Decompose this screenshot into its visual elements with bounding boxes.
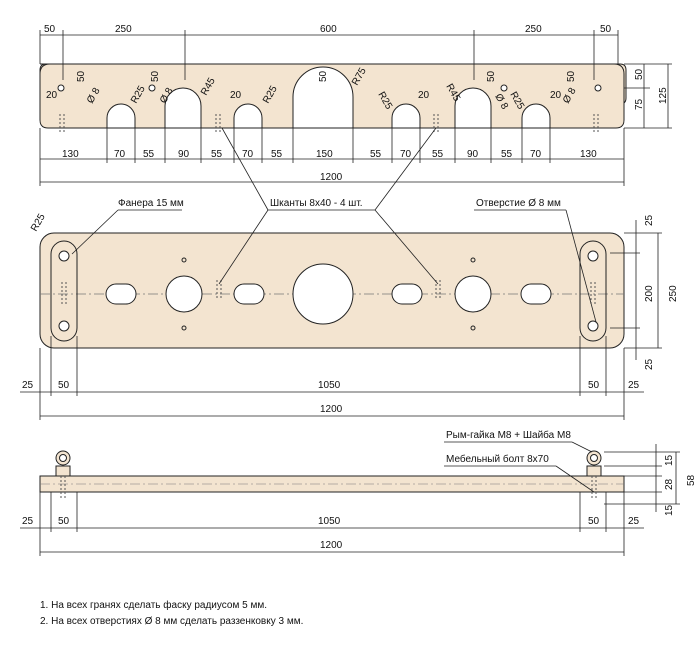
plan-circle-big [292, 263, 354, 325]
callout-bolt: Мебельный болт 8х70 [446, 453, 549, 465]
front-bottom-dim-7: 55 [271, 149, 283, 160]
front-bottom-dim-6: 70 [242, 149, 254, 160]
front-view: 50 250 600 250 50 50 75 125 50 Ø 8 20 R2… [39, 24, 672, 186]
plan-view: Фанера 15 мм Шканты 8х40 - 4 шт. Отверст… [20, 127, 679, 420]
front-top-dim-5: 50 [600, 24, 612, 35]
note-2: 2. На всех отверстиях Ø 8 мм сделать раз… [40, 616, 304, 627]
side-bottom-dim-1: 25 [22, 516, 34, 527]
plan-bottom-dim-4: 50 [588, 380, 600, 391]
front-bottom-dim-3: 55 [143, 149, 155, 160]
plan-hole-b [181, 325, 187, 331]
cutout-1 [106, 103, 136, 129]
plan-right-dim-3: 25 [644, 358, 655, 370]
plan-bottom-dim-1: 25 [22, 380, 34, 391]
cutout-6 [454, 87, 492, 129]
notes: 1. На всех гранях сделать фаску радиусом… [40, 598, 303, 630]
front-label-50-a: 50 [76, 70, 87, 82]
cutout-7 [521, 103, 551, 129]
hole-right [594, 84, 602, 92]
front-bottom-dim-13: 55 [501, 149, 513, 160]
front-bottom-dim-5: 55 [211, 149, 223, 160]
plan-right-dim-2: 200 [644, 285, 655, 302]
front-label-50-d: 50 [486, 70, 497, 82]
front-bottom-dim-10: 70 [400, 149, 412, 160]
plan-dowels [61, 280, 596, 306]
side-total: 1200 [320, 540, 343, 551]
plan-bottom-dim-3: 1050 [318, 380, 341, 391]
front-bottom-dim-2: 70 [114, 149, 126, 160]
plan-bolt-3 [587, 250, 599, 262]
hole-left [57, 84, 65, 92]
plan-left-slot [50, 240, 78, 342]
note-1: 1. На всех гранях сделать фаску радиусом… [40, 600, 267, 611]
callout-corner-radius: R25 [29, 212, 48, 234]
front-right-dim-1: 50 [634, 68, 645, 80]
front-bottom-dim-9: 55 [370, 149, 382, 160]
plan-right-dim-1: 25 [644, 214, 655, 226]
front-label-20-d: 20 [550, 90, 562, 101]
cutout-3 [233, 103, 263, 129]
front-top-dim-3: 600 [320, 24, 337, 35]
eyenut-right-hole [590, 454, 598, 462]
front-label-50-b: 50 [150, 70, 161, 82]
front-bottom-dim-12: 90 [467, 149, 479, 160]
side-right-dim-4: 58 [686, 474, 697, 486]
cutout-4 [292, 66, 354, 129]
front-bottom-dim-4: 90 [178, 149, 190, 160]
plan-right-slot [579, 240, 607, 342]
callout-plywood: Фанера 15 мм [118, 198, 184, 209]
front-bottom-dim-8: 150 [316, 149, 333, 160]
front-label-50-e: 50 [566, 70, 577, 82]
cutout-2 [164, 87, 202, 129]
plan-bottom-dim-2: 50 [58, 380, 70, 391]
plan-hole-a [181, 257, 187, 263]
front-bottom-dim-14: 70 [530, 149, 542, 160]
plan-bolt-1 [58, 250, 70, 262]
plan-bolt-2 [58, 320, 70, 332]
front-bottom-dim-15: 130 [580, 149, 597, 160]
front-right-dim-2: 75 [634, 98, 645, 110]
eyenut-right-base [586, 465, 602, 477]
side-bottom-dim-4: 50 [588, 516, 600, 527]
side-right-dim-2: 28 [664, 478, 675, 490]
eyenut-left-hole [59, 454, 67, 462]
front-label-50-c: 50 [318, 70, 329, 82]
plan-bottom-dim-5: 25 [628, 380, 640, 391]
callout-hole: Отверстие Ø 8 мм [476, 198, 561, 209]
cutout-5 [391, 103, 421, 129]
plan-circle-1 [165, 275, 203, 313]
callout-dowels: Шканты 8х40 - 4 шт. [270, 198, 363, 209]
side-bottom-dim-2: 50 [58, 516, 70, 527]
front-label-20-a: 20 [46, 90, 58, 101]
front-right-dim-3: 125 [658, 87, 669, 104]
plan-oval-1 [105, 283, 137, 305]
front-bottom-dim-11: 55 [432, 149, 444, 160]
front-top-dim-4: 250 [525, 24, 542, 35]
front-total: 1200 [320, 172, 343, 183]
side-right-dim-1: 15 [664, 454, 675, 466]
side-bottom-dim-5: 25 [628, 516, 640, 527]
plan-hole-c [470, 257, 476, 263]
front-top-dim-1: 50 [44, 24, 56, 35]
plan-bolt-4 [587, 320, 599, 332]
callout-eyenut: Рым-гайка М8 + Шайба М8 [446, 429, 571, 441]
plan-circle-2 [454, 275, 492, 313]
plan-oval-3 [391, 283, 423, 305]
front-label-20-b: 20 [230, 90, 242, 101]
side-view: Рым-гайка М8 + Шайба М8 Мебельный болт 8… [20, 429, 697, 556]
plan-oval-4 [520, 283, 552, 305]
front-top-dim-2: 250 [115, 24, 132, 35]
plan-right-dim-4: 250 [668, 285, 679, 302]
plan-total: 1200 [320, 404, 343, 415]
side-bottom-dim-3: 1050 [318, 516, 341, 527]
plan-hole-d [470, 325, 476, 331]
plan-oval-2 [233, 283, 265, 305]
eyenut-left-base [55, 465, 71, 477]
hole-left-2 [148, 84, 156, 92]
hole-right-2 [500, 84, 508, 92]
front-label-20-c: 20 [418, 90, 430, 101]
front-bottom-dim-1: 130 [62, 149, 79, 160]
side-right-dim-3: 15 [664, 504, 675, 516]
